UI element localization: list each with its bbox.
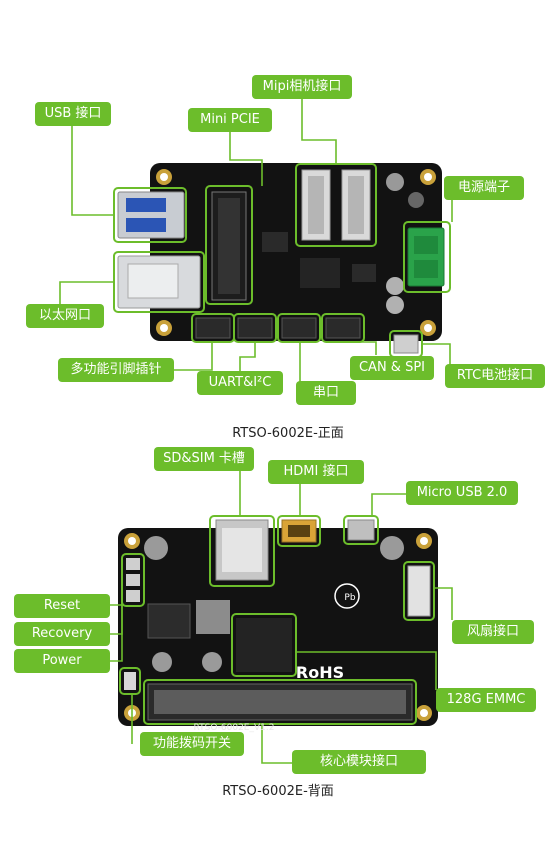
label-hdmi: HDMI 接口 <box>268 460 364 484</box>
label-mipi: Mipi相机接口 <box>252 75 352 99</box>
label-mini-pcie: Mini PCIE <box>188 108 272 132</box>
label-usb: USB 接口 <box>35 102 111 126</box>
label-ethernet: 以太网口 <box>26 304 104 328</box>
back-board <box>110 470 453 764</box>
label-fan: 风扇接口 <box>452 620 534 644</box>
board-marking: RTSO-6002E_V1.2 <box>194 723 275 733</box>
label-rtc-battery: RTC电池接口 <box>445 364 545 388</box>
label-micro-usb: Micro USB 2.0 <box>406 481 518 505</box>
front-caption: RTSO-6002E-正面 <box>232 426 344 441</box>
label-recovery: Recovery <box>14 622 110 646</box>
label-power: Power <box>14 649 110 673</box>
label-uart-i2c: UART&I²C <box>197 371 283 395</box>
label-sd-sim: SD&SIM 卡槽 <box>154 447 254 471</box>
label-emmc: 128G EMMC <box>436 688 536 712</box>
label-can-spi: CAN & SPI <box>350 356 434 380</box>
label-dip-switch: 功能拨码开关 <box>140 732 244 756</box>
label-core-module: 核心模块接口 <box>292 750 426 774</box>
rohs-mark: RoHS <box>296 663 344 682</box>
back-caption: RTSO-6002E-背面 <box>222 784 334 799</box>
pb-mark: Pb <box>344 593 355 603</box>
front-board <box>59 97 453 393</box>
label-multi-pin: 多功能引脚插针 <box>58 358 174 382</box>
label-serial: 串口 <box>296 381 356 405</box>
label-reset: Reset <box>14 594 110 618</box>
label-power-terminal: 电源端子 <box>444 176 524 200</box>
